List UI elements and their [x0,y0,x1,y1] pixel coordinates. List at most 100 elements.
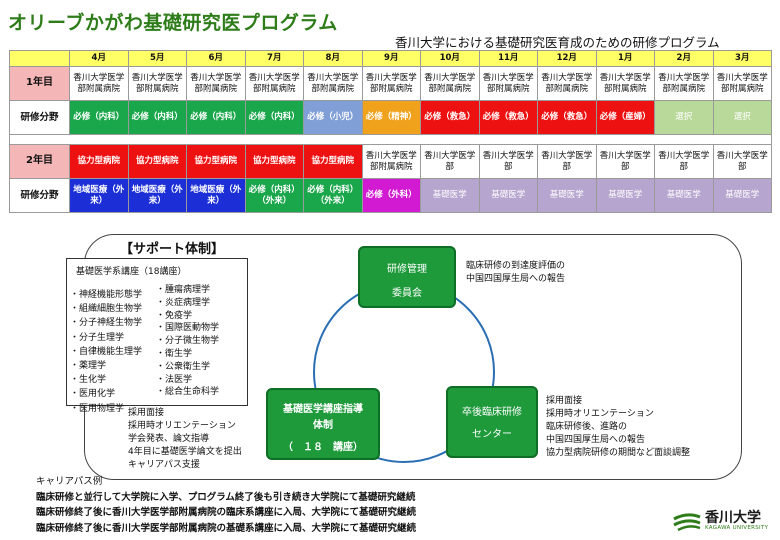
department-item: ・衛生学 [156,348,193,359]
year1-spec-cell: 必修（内科） [244,100,304,135]
note-line: 採用面接 [546,396,583,406]
box-label: 委員会 [392,288,422,299]
schedule-table: 4月 5月 6月 7月 8月 9月 10月 11月 12月 1月 2月 3月 1… [9,50,772,213]
department-item: ・組織細胞生物学 [70,304,143,315]
year1-hospital-cell: 香川大学医学部附属病院 [303,66,363,101]
year2-hospital-cell: 香川大学医学部 [537,144,597,179]
committee-note: 臨床研修の到達度評価の 中国四国厚生局への報告 [466,260,565,286]
department-item: ・腫瘍病理学 [156,285,211,295]
year2-hospital-cell: 香川大学医学部 [420,144,480,179]
box-label: 研修管理 [387,264,427,275]
year2-spec-cell: 基礎医学 [654,178,714,213]
career-line: 臨床研修と並行して大学院に入学、プログラム終了後も引き続き大学院にて基礎研究継続 [36,491,416,503]
career-heading: キャリアパス例 [36,476,103,487]
year2-hospital-cell: 協力型病院 [303,144,363,179]
month-header: 7月 [244,50,304,67]
department-list-heading: 基礎医学系講座（18講座） [76,267,187,277]
note-line: 採用時オリエンテーション [546,409,654,419]
career-path-section: キャリアパス例 臨床研修と並行して大学院に入学、プログラム終了後も引き続き大学院… [36,474,416,536]
box-label: 基礎医学講座指導 [283,404,363,415]
year2-spec-label: 研修分野 [9,178,70,213]
note-line: 臨床研修後、進路の [546,422,628,432]
department-item: ・医用化学 [70,389,116,400]
year1-hospital-cell: 香川大学医学部附属病院 [478,66,538,101]
department-item: ・公衆衛生学 [156,361,211,372]
year2-hospital-cell: 香川大学医学部 [654,144,714,179]
note-line: 4年目に基礎医学論文を提出 [128,447,242,457]
year2-hospital-cell: 協力型病院 [186,144,246,179]
box-label: センター [472,429,512,440]
note-line: 採用面接 [128,408,165,418]
year2-spec-cell: 基礎医学 [712,178,772,213]
year1-hospital-cell: 香川大学医学部附属病院 [186,66,246,101]
note-line: 学会発表、論文指導 [128,434,210,444]
year2-hospital-cell: 香川大学医学部 [595,144,655,179]
month-header: 3月 [712,50,772,67]
department-list-col2: ・腫瘍病理学 ・炎症病理学 ・免疫学 ・国際医動物学 ・分子微生物学 ・衛生学 … [156,284,219,399]
year2-spec-cell: 基礎医学 [478,178,538,213]
department-list-box [66,258,248,406]
year2-spec-cell: 地域医療（外来） [127,178,187,213]
box-label: 卒後臨床研修 [462,407,522,418]
month-header: 10月 [420,50,480,67]
month-header: 9月 [361,50,421,67]
year2-spec-cell: 基礎医学 [595,178,655,213]
department-item: ・分子神経生物学 [70,318,143,329]
department-item: ・国際医動物学 [156,323,220,334]
year1-spec-cell: 選択 [712,100,772,135]
year2-spec-cell: 基礎医学 [420,178,480,213]
training-committee-box: 研修管理 委員会 [358,246,456,308]
department-item: ・神経機能形態学 [70,290,143,300]
year1-spec-row: 研修分野 必修（内科） 必修（内科） 必修（内科） 必修（内科） 必修（小児） … [9,100,772,135]
department-item: ・総合生命科学 [156,387,220,398]
support-title: 【サポート体制】 [118,238,227,257]
postgrad-training-center-box: 卒後臨床研修 センター [446,386,538,458]
year2-hospital-cell: 協力型病院 [244,144,304,179]
year2-spec-cell: 地域医療（外来） [186,178,246,213]
note-line: 臨床研修の到達度評価の [466,261,566,271]
year2-hospital-cell: 協力型病院 [69,144,129,179]
department-list-col1: ・神経機能形態学 ・組織細胞生物学 ・分子神経生物学 ・分子生理学 ・自律機能生… [70,288,142,416]
year1-spec-cell: 必修（救急） [420,100,480,135]
note-line: 中国四国厚生局への報告 [546,435,646,445]
department-item: ・炎症病理学 [156,297,211,308]
note-line: 中国四国厚生局への報告 [466,274,566,284]
department-item: ・免疫学 [156,310,193,321]
year2-spec-cell: 地域医療（外来） [69,178,129,213]
career-line: 臨床研修終了後に香川大学医学部附属病院の基礎系講座に入局、大学院にて基礎研究継続 [36,522,417,534]
year1-hospital-cell: 香川大学医学部附属病院 [420,66,480,101]
year1-hospital-cell: 香川大学医学部附属病院 [712,66,772,101]
page-subtitle: 香川大学における基礎研究医育成のための研修プログラム [395,35,720,50]
note-line: 採用時オリエンテーション [128,421,236,431]
career-line: 臨床研修終了後に香川大学医学部附属病院の臨床系講座に入局、大学院にて基礎研究継続 [36,507,417,518]
year2-hospital-row: 2年目 協力型病院 協力型病院 協力型病院 協力型病院 協力型病院 香川大学医学… [9,144,772,179]
month-header: 5月 [127,50,187,67]
month-header: 1月 [595,50,655,67]
header-corner [9,50,70,67]
university-logo-icon [673,513,701,532]
department-item: ・分子微生物学 [156,336,220,347]
year1-spec-cell: 必修（産婦） [595,100,655,135]
year1-hospital-cell: 香川大学医学部附属病院 [654,66,714,101]
page-title: オリーブかがわ基礎研究医プログラム [8,12,338,34]
box-label: 体制 [313,420,333,431]
department-item: ・法医学 [156,374,193,385]
month-header: 11月 [478,50,538,67]
year2-hospital-cell: 香川大学医学部附属病院 [361,144,421,179]
month-header-row: 4月 5月 6月 7月 8月 9月 10月 11月 12月 1月 2月 3月 [9,50,772,67]
guidance-note: 採用面接 採用時オリエンテーション 学会発表、論文指導 4年目に基礎医学論文を提… [128,407,242,472]
year2-hospital-cell: 香川大学医学部 [478,144,538,179]
department-item: ・分子生理学 [70,332,125,343]
year1-spec-cell: 必修（救急） [478,100,538,135]
year2-label: 2年目 [9,144,70,179]
year2-spec-row: 研修分野 地域医療（外来） 地域医療（外来） 地域医療（外来） 必修（内科）（外… [9,178,772,213]
department-item: ・自律機能生理学 [70,346,143,357]
box-label: （ １８ 講座） [283,442,363,453]
logo-text: 香川大学 KAGAWA UNIVERSITY [705,511,768,531]
logo-jp: 香川大学 [705,510,761,526]
year2-hospital-cell: 協力型病院 [127,144,187,179]
center-note: 採用面接 採用時オリエンテーション 臨床研修後、進路の 中国四国厚生局への報告 … [546,395,690,460]
department-item: ・生化学 [70,375,107,386]
year2-spec-cell: 必修（内科）（外来） [303,178,363,213]
year1-hospital-cell: 香川大学医学部附属病院 [595,66,655,101]
